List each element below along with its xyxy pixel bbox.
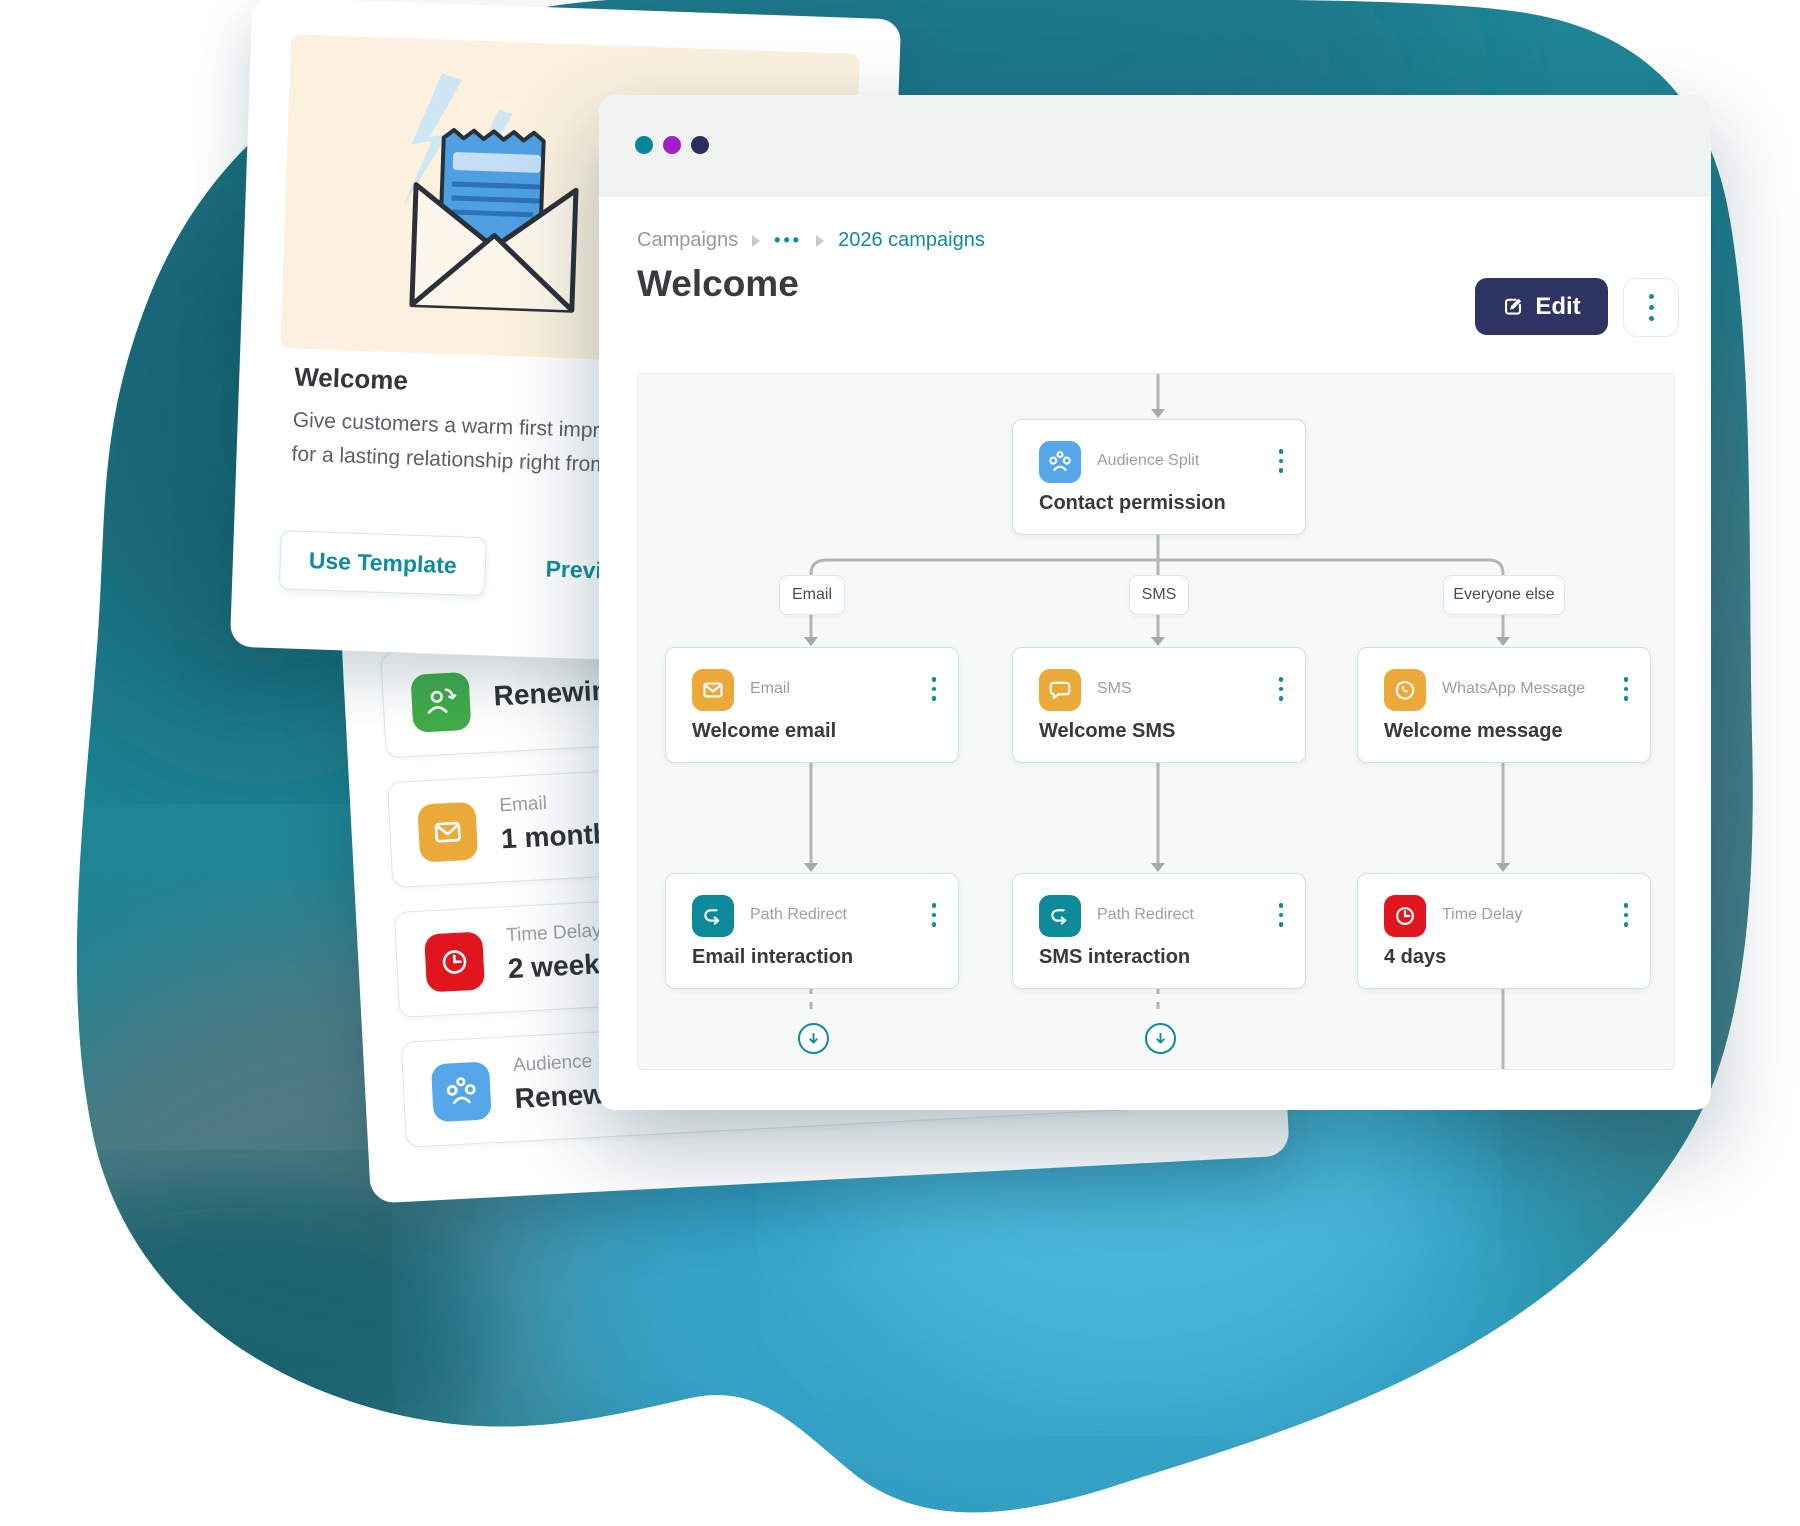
email-icon xyxy=(692,669,734,711)
node-title: Welcome message xyxy=(1384,720,1563,742)
node-type-label: Audience Split xyxy=(1097,452,1200,469)
node-type-label: Path Redirect xyxy=(750,906,847,923)
letter-illustration xyxy=(438,127,546,250)
template-title: Welcome xyxy=(293,361,409,396)
window-dot-teal[interactable] xyxy=(635,136,653,154)
list-item-title: 1 month xyxy=(500,817,611,855)
node-path-redirect-email[interactable]: Path Redirect Email interaction xyxy=(665,873,959,989)
breadcrumb-campaigns[interactable]: Campaigns xyxy=(637,229,739,251)
breadcrumb-current[interactable]: 2026 campaigns xyxy=(838,229,985,251)
list-item[interactable]: Audience Split Renewal xyxy=(400,997,1252,1148)
use-template-button[interactable]: Use Template xyxy=(278,530,487,597)
node-email[interactable]: Email Welcome email xyxy=(665,647,959,763)
node-title: Email interaction xyxy=(692,946,854,968)
whatsapp-icon xyxy=(1384,669,1426,711)
flow-connectors xyxy=(804,374,1510,1069)
node-kebab-menu-icon[interactable] xyxy=(1623,903,1628,927)
envelope-icon xyxy=(409,182,579,313)
list-item[interactable]: Email 1 month xyxy=(387,737,1238,889)
time-delay-icon xyxy=(424,931,486,993)
node-path-redirect-sms[interactable]: Path Redirect SMS interaction xyxy=(1012,873,1306,989)
breadcrumb-separator-icon xyxy=(752,234,761,247)
window-header xyxy=(599,95,1711,197)
envelope-illustration xyxy=(403,73,579,313)
branch-pill-everyone-else: Everyone else xyxy=(1443,575,1565,615)
audience-split-icon xyxy=(1039,441,1081,483)
branch-pill-sms: SMS xyxy=(1129,575,1189,615)
node-audience-split[interactable]: Audience Split Contact permission xyxy=(1012,419,1306,535)
time-delay-icon xyxy=(1384,895,1426,937)
breadcrumb-collapsed[interactable]: ••• xyxy=(774,230,803,250)
node-sms[interactable]: SMS Welcome SMS xyxy=(1012,647,1306,763)
node-type-label: Email xyxy=(750,680,791,697)
audience-split-icon xyxy=(430,1061,492,1123)
node-title: Contact permission xyxy=(1039,492,1226,514)
node-title: Welcome email xyxy=(692,720,837,742)
list-item[interactable]: Time Delay 2 weeks xyxy=(393,867,1245,1018)
window-dot-purple[interactable] xyxy=(663,136,681,154)
sms-icon xyxy=(1039,669,1081,711)
node-kebab-menu-icon[interactable] xyxy=(1623,677,1628,701)
node-whatsapp-message[interactable]: WhatsApp Message Welcome message xyxy=(1357,647,1651,763)
node-type-label: WhatsApp Message xyxy=(1442,680,1586,697)
path-redirect-icon xyxy=(1039,895,1081,937)
branch-pill-email: Email xyxy=(779,575,845,615)
node-type-label: SMS xyxy=(1097,680,1132,697)
window-dot-navy[interactable] xyxy=(691,136,709,154)
node-kebab-menu-icon[interactable] xyxy=(1278,449,1283,473)
add-step-download-icon[interactable] xyxy=(1145,1023,1176,1054)
node-title: 4 days xyxy=(1384,946,1447,968)
breadcrumb-separator-icon xyxy=(816,234,825,247)
add-step-download-icon[interactable] xyxy=(798,1023,829,1054)
node-kebab-menu-icon[interactable] xyxy=(931,903,936,927)
edit-pencil-icon xyxy=(1505,298,1522,315)
app-window: Campaigns ••• 2026 campaigns Welcome Edi… xyxy=(599,95,1711,1110)
node-title: SMS interaction xyxy=(1039,946,1191,968)
node-title: Welcome SMS xyxy=(1039,720,1176,742)
page-title: Welcome xyxy=(637,263,799,304)
node-kebab-menu-icon[interactable] xyxy=(1278,677,1283,701)
breadcrumb: Campaigns ••• 2026 campaigns xyxy=(637,229,985,252)
edit-button-label: Edit xyxy=(1535,292,1581,320)
renew-contact-icon xyxy=(410,671,472,733)
node-type-label: Time Delay xyxy=(1442,906,1523,923)
workflow-steps-card: Renewing Email 1 month Time Delay 2 week… xyxy=(340,566,1290,1204)
node-kebab-menu-icon[interactable] xyxy=(1278,903,1283,927)
node-kebab-menu-icon[interactable] xyxy=(931,677,936,701)
node-type-label: Path Redirect xyxy=(1097,906,1194,923)
lightning-bolt-icon xyxy=(403,73,462,207)
path-redirect-icon xyxy=(692,895,734,937)
edit-button[interactable]: Edit xyxy=(1475,278,1608,335)
email-icon xyxy=(417,801,479,863)
template-illustration-panel xyxy=(280,34,860,368)
list-item[interactable]: Renewing xyxy=(380,608,1231,759)
window-kebab-menu-icon[interactable] xyxy=(1623,278,1679,337)
flow-canvas: Audience Split Contact permission Email … xyxy=(637,373,1675,1070)
list-item-label: Time Delay xyxy=(505,920,603,947)
template-card: Welcome Give customers a warm first impr… xyxy=(229,0,902,670)
list-item-label: Email xyxy=(498,792,548,817)
node-time-delay[interactable]: Time Delay 4 days xyxy=(1357,873,1651,989)
